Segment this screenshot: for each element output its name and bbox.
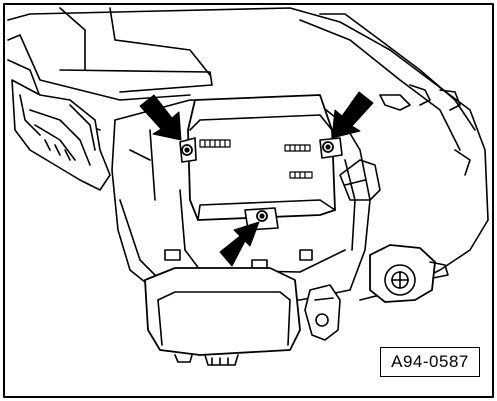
bulb-socket [369,244,449,303]
lower-connector-housing [144,267,301,366]
arrow-bottom [219,221,260,267]
arrow-top-left [139,94,182,141]
figure-reference-label: A94-0587 [380,347,480,377]
control-unit [179,94,343,231]
pin-row-right-upper [284,144,311,152]
screw-bottom [256,210,268,222]
arrow-top-right [331,91,374,139]
screw-top-left [181,144,193,156]
figure-frame [3,3,494,398]
left-bracket [11,79,111,191]
headlight-housing [7,7,489,301]
pin-row-right-lower [289,171,313,179]
pin-row-left [199,139,231,148]
small-plug [304,284,341,341]
screw-top-right [322,141,334,153]
